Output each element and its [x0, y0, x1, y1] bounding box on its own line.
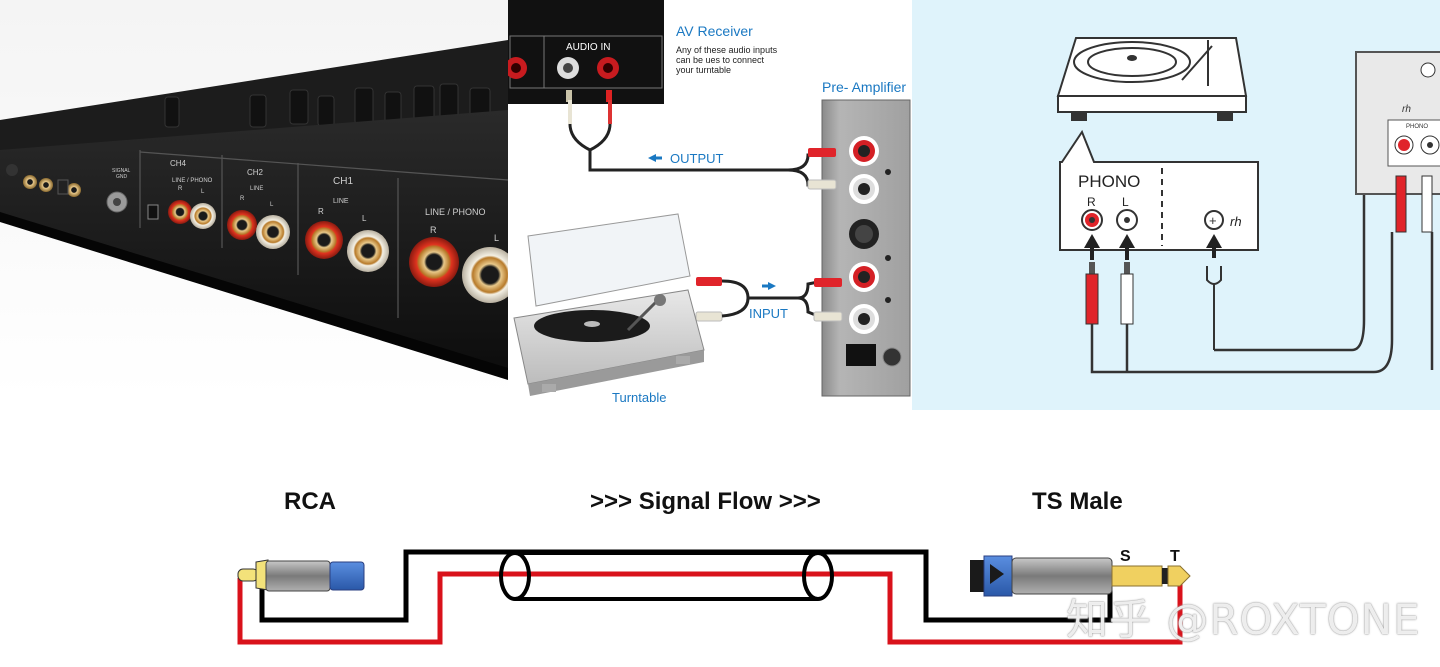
svg-text:L: L [362, 214, 367, 223]
receiver-note-1: Any of these audio inputs [676, 45, 778, 55]
svg-text:SIGNAL: SIGNAL [112, 168, 131, 174]
sleeve-label: S [1120, 548, 1131, 565]
svg-text:LINE / PHONO: LINE / PHONO [425, 207, 486, 217]
svg-text:L: L [270, 202, 274, 208]
av-receiver-illustration: AUDIO IN OUTPUT AV Receiver Any of these… [508, 0, 911, 405]
r-label: R [1087, 195, 1096, 209]
signal-flow-title: >>> Signal Flow >>> [590, 488, 821, 515]
svg-text:GND: GND [116, 174, 128, 180]
turntable-label: Turntable [612, 390, 666, 405]
receiver-note-3: your turntable [676, 65, 731, 75]
audio-in-label: AUDIO IN [566, 42, 610, 53]
svg-text:rh: rh [1402, 104, 1411, 115]
svg-text:R: R [240, 196, 245, 202]
svg-text:LINE / PHONO: LINE / PHONO [172, 178, 213, 184]
phono-illustration: PHONO R L + rh PHONO [1056, 37, 1440, 374]
svg-text:CH2: CH2 [247, 168, 264, 177]
rca-to-ts-cable-diagram: RCA >>> Signal Flow >>> TS Male S T [0, 416, 1440, 667]
svg-text:R: R [178, 186, 183, 192]
mixer-photo-illustration: CH4 CH2 CH1 LINE / PHONO LINE LINE LINE … [0, 0, 508, 398]
rca-title: RCA [284, 488, 336, 515]
av-receiver-diagram: AUDIO IN OUTPUT AV Receiver Any of these… [508, 0, 912, 416]
phono-label: PHONO [1078, 172, 1140, 191]
svg-text:R: R [318, 207, 324, 216]
preamp-title: Pre- Amplifier [822, 79, 906, 95]
svg-text:LINE: LINE [250, 186, 263, 192]
svg-text:CH4: CH4 [170, 159, 187, 168]
av-receiver-title: AV Receiver [676, 23, 753, 39]
l-label: L [1122, 195, 1129, 209]
svg-text:L: L [201, 189, 205, 195]
output-label: OUTPUT [670, 151, 724, 166]
svg-text:L: L [494, 233, 499, 243]
mini-phono-label: PHONO [1406, 124, 1428, 130]
cable-illustration: RCA >>> Signal Flow >>> TS Male S T [237, 488, 1191, 645]
svg-text:CH1: CH1 [333, 176, 353, 187]
ground-symbol: rh [1230, 214, 1242, 229]
svg-text:LINE: LINE [333, 198, 349, 205]
watermark-text: 知乎 @ROXTONE [1066, 595, 1421, 644]
mixer-photo: CH4 CH2 CH1 LINE / PHONO LINE LINE LINE … [0, 0, 508, 398]
input-label: INPUT [749, 306, 788, 321]
receiver-note-2: can be ues to connect [676, 55, 765, 65]
svg-text:R: R [430, 225, 437, 235]
ts-male-title: TS Male [1032, 488, 1123, 515]
phono-diagram: PHONO R L + rh PHONO [912, 0, 1440, 410]
tip-label: T [1170, 548, 1180, 565]
svg-text:+: + [1209, 213, 1217, 228]
